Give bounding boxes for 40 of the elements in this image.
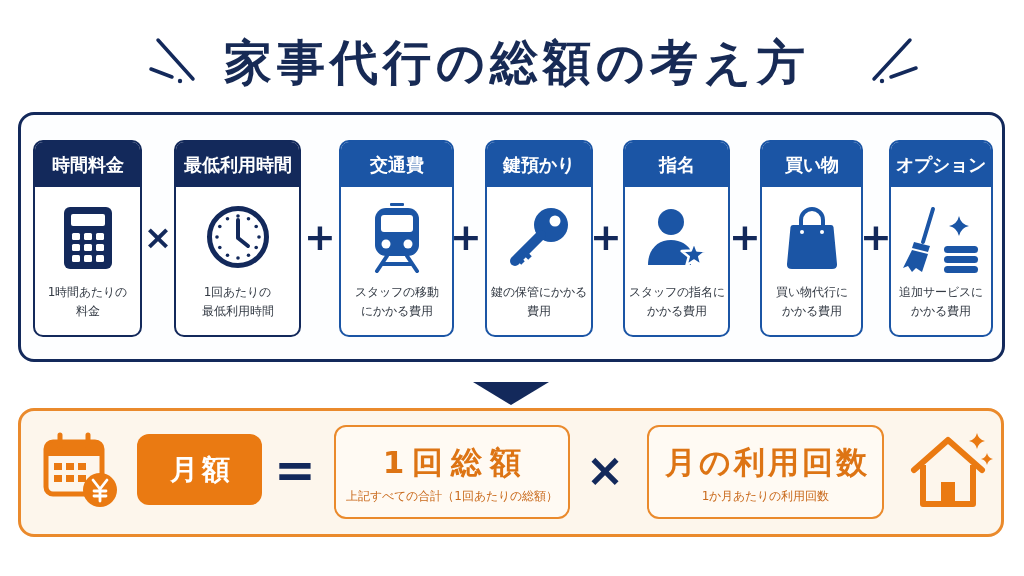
operator-symbol: + [860,218,892,256]
formula-box [334,425,570,519]
result-panel [18,408,1004,537]
card-header: オプション [891,142,991,187]
chevron-arrow [473,382,549,405]
card-header: 時間料金 [35,142,140,187]
operator-symbol: + [304,218,336,256]
formula-note: 1か月あたりの利用回数 [701,487,830,505]
title: 家事代行の総額の考え方 [222,38,810,86]
card-description: 鍵の保管にかかる費用 [490,284,588,320]
cost-card [889,140,993,337]
card-description: スタッフの指名にかかる費用 [627,284,726,320]
rounded-panel [18,112,1005,362]
operator-symbol: + [729,218,761,256]
card-header: 最低利用時間 [176,142,299,187]
formula-heading: 月の利用回数 [663,445,870,481]
label-box: 月額 [137,434,262,505]
operator-symbol: = [274,445,316,495]
card-header: 交通費 [341,142,452,187]
card-header: 鍵預かり [487,142,591,187]
operator-symbol: + [590,218,622,256]
card-header: 指名 [625,142,728,187]
cost-card [339,140,454,337]
card-description: 買い物代行にかかる費用 [774,284,849,320]
cost-card [485,140,593,337]
operator-symbol: × [143,220,173,254]
card-description: 1回あたりの最低利用時間 [200,284,275,320]
card-description: 1時間あたりの料金 [46,284,129,320]
formula-box [647,425,884,519]
card-description: スタッフの移動にかかる費用 [353,284,440,320]
formula-heading: 1回総額 [381,445,530,481]
operator-symbol: × [585,447,625,493]
cost-card [623,140,730,337]
cost-card [760,140,863,337]
cost-card [174,140,301,337]
card-header: 買い物 [762,142,861,187]
operator-symbol: + [450,218,482,256]
cost-card [33,140,142,337]
card-description: 追加サービスにかかる費用 [898,284,984,320]
formula-note: 上記すべての合計（1回あたりの総額） [346,487,558,505]
